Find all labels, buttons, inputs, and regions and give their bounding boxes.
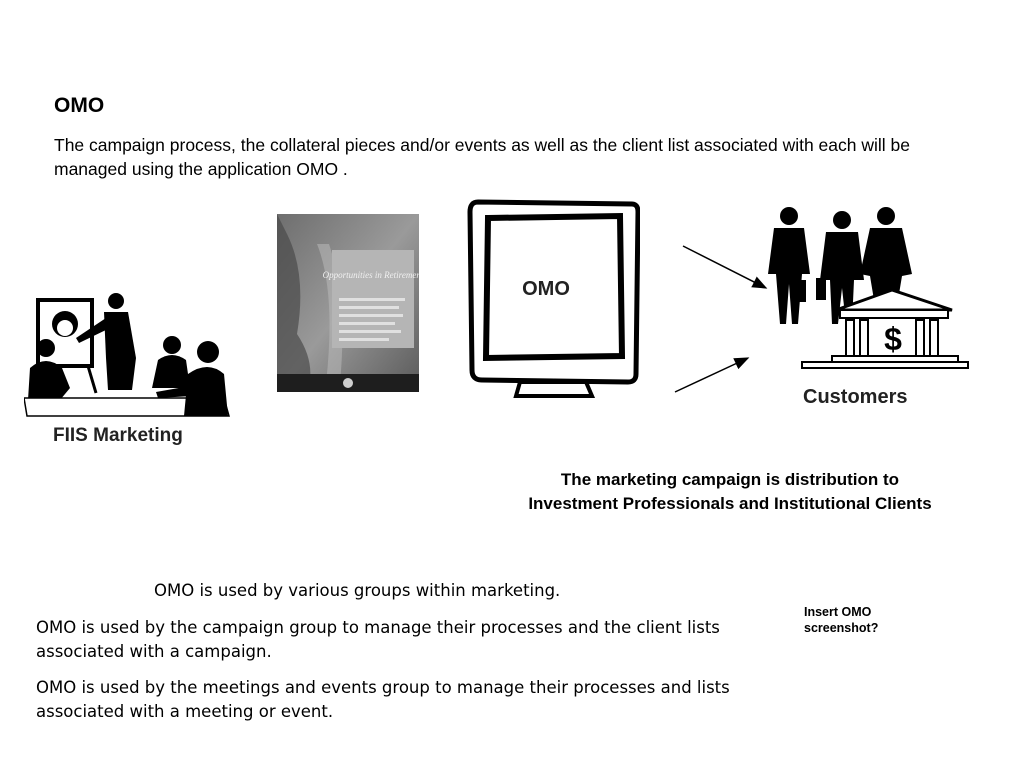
usage-note-1: OMO is used by various groups within mar… bbox=[154, 581, 561, 600]
customers-icon: $ bbox=[768, 207, 969, 369]
slide-title: OMO bbox=[54, 94, 105, 117]
customers-label: Customers bbox=[803, 386, 908, 408]
screenshot-placeholder: Insert OMO screenshot? bbox=[804, 605, 879, 635]
customers-illustration: $ Customers bbox=[756, 204, 976, 408]
arrow-to-customers-bottom bbox=[674, 357, 750, 393]
arrows bbox=[672, 240, 772, 396]
distribution-note-line-1: The marketing campaign is distribution t… bbox=[560, 470, 900, 489]
usage-note-3: OMO is used by the meetings and events g… bbox=[36, 678, 730, 721]
usage-note-2: OMO is used by the campaign group to man… bbox=[36, 618, 720, 661]
monitor-label: OMO bbox=[522, 278, 570, 300]
brochure-image: Opportunities in Retirement bbox=[277, 214, 419, 392]
distribution-note: The marketing campaign is distribution t… bbox=[470, 468, 990, 516]
arrow-icons bbox=[674, 245, 768, 393]
distribution-note-line-2: Investment Professionals and Institution… bbox=[528, 494, 932, 513]
presentation-meeting-icon bbox=[24, 293, 230, 417]
monitor-icon: OMO bbox=[467, 199, 640, 398]
brochure-heading: Opportunities in Retirement bbox=[323, 270, 419, 280]
marketing-label: FIIS Marketing bbox=[53, 425, 183, 446]
brochure-icon: Opportunities in Retirement bbox=[277, 214, 419, 392]
dollar-icon: $ bbox=[884, 321, 902, 357]
marketing-illustration: FIIS Marketing bbox=[24, 288, 234, 446]
intro-text: The campaign process, the collateral pie… bbox=[54, 135, 910, 179]
omo-monitor: OMO bbox=[464, 198, 640, 404]
arrow-to-customers-top bbox=[682, 245, 768, 289]
